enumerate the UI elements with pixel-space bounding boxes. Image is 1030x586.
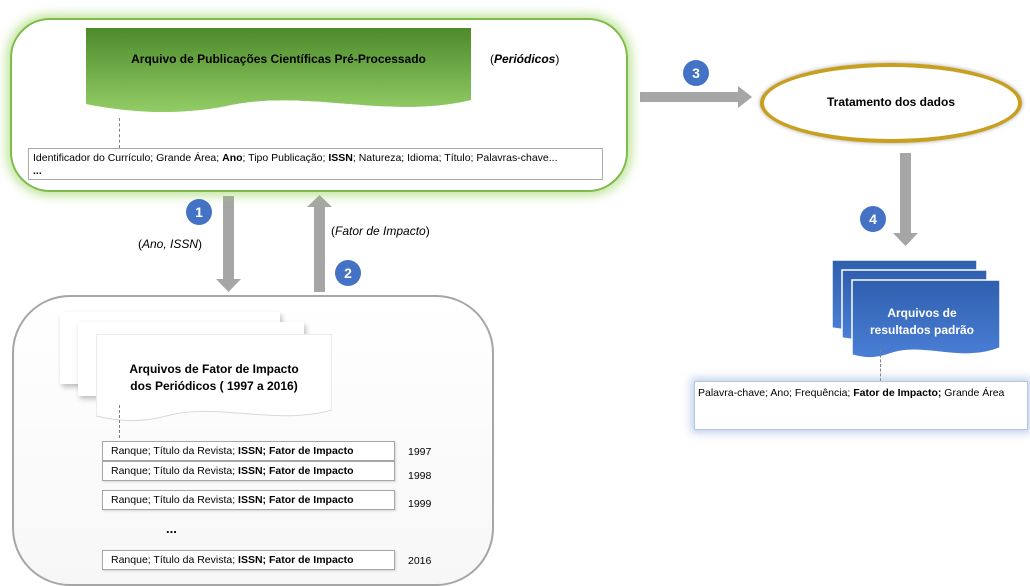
- results-fields-box: Palavra-chave; Ano; Frequência; Fator de…: [694, 381, 1028, 430]
- fields-part-3: ; Natureza; Idioma; Título; Palavras-cha…: [352, 152, 558, 164]
- publications-document-fill: [86, 28, 471, 112]
- arrow-1: [216, 196, 241, 292]
- fields-part-2: ; Tipo Publicação;: [242, 152, 329, 164]
- periodicos-label: (Periódicos): [490, 52, 560, 66]
- impact-paper-front: [96, 334, 332, 422]
- field-issn: ISSN: [328, 152, 353, 164]
- arrow-4: [893, 153, 918, 246]
- fields-part-1: Identificador do Currículo; Grande Área;: [33, 152, 223, 164]
- step-3-badge: 3: [683, 60, 709, 86]
- publication-fields-box: Identificador do Currículo; Grande Área;…: [28, 148, 603, 180]
- step-2-label: (Fator de Impacto): [331, 224, 430, 238]
- impact-row-1997: Ranque; Título da Revista; ISSN; Fator d…: [102, 441, 395, 461]
- connector-top: [119, 118, 120, 148]
- year-1999: 1999: [408, 498, 432, 510]
- step-1-label: (Ano, ISSN): [138, 237, 203, 251]
- connector-results: [880, 350, 881, 381]
- connector-impact: [119, 405, 120, 438]
- impact-row-1998: Ranque; Título da Revista; ISSN; Fator d…: [102, 461, 395, 481]
- step-2-badge: 2: [335, 260, 361, 286]
- year-1998: 1998: [408, 470, 432, 482]
- field-ano: Ano: [222, 152, 243, 164]
- arrow-3: [640, 86, 752, 108]
- impact-rows-ellipsis: ...: [166, 521, 177, 536]
- results-documents-stack: [831, 259, 1001, 359]
- processing-ellipse: [760, 63, 1022, 143]
- year-1997: 1997: [408, 446, 432, 458]
- arrow-2: [307, 195, 332, 292]
- processing-label: Tratamento dos dados: [826, 95, 956, 109]
- fields-ellipsis: ...: [33, 165, 42, 177]
- year-2016: 2016: [408, 555, 432, 567]
- step-1-badge: 1: [186, 199, 212, 225]
- impact-row-2016: Ranque; Título da Revista; ISSN; Fator d…: [102, 550, 395, 570]
- step-4-badge: 4: [860, 206, 886, 232]
- publications-document-title: Arquivo de Publicações Científicas Pré-P…: [131, 52, 426, 66]
- impact-row-1999: Ranque; Título da Revista; ISSN; Fator d…: [102, 490, 395, 510]
